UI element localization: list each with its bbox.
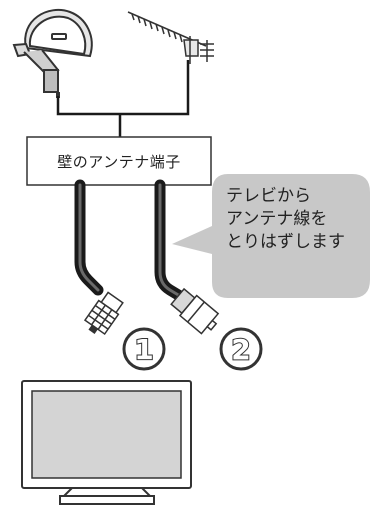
step-2-circle <box>219 327 263 371</box>
straight-plug-icon <box>170 287 220 335</box>
speech-bubble-line: テレビから <box>226 186 311 206</box>
antenna-wiring <box>56 60 190 137</box>
step-1-circle <box>122 327 166 371</box>
wall-terminal-label: 壁のアンテナ端子 <box>57 152 181 171</box>
speech-bubble-line: とりはずします <box>226 232 345 252</box>
f-connector-plug-icon <box>83 291 124 336</box>
speech-bubble-text: テレビから アンテナ線を とりはずします <box>226 185 370 254</box>
speech-bubble-line: アンテナ線を <box>226 209 328 229</box>
step-2-number: 2 <box>230 332 251 367</box>
television-icon <box>21 380 192 505</box>
step-1-number: 1 <box>133 332 154 367</box>
antenna-cables <box>74 179 186 302</box>
satellite-dish-icon <box>12 8 93 98</box>
uhf-antenna-icon <box>127 11 214 64</box>
wall-terminal-box <box>26 136 212 186</box>
speech-bubble <box>172 174 370 298</box>
